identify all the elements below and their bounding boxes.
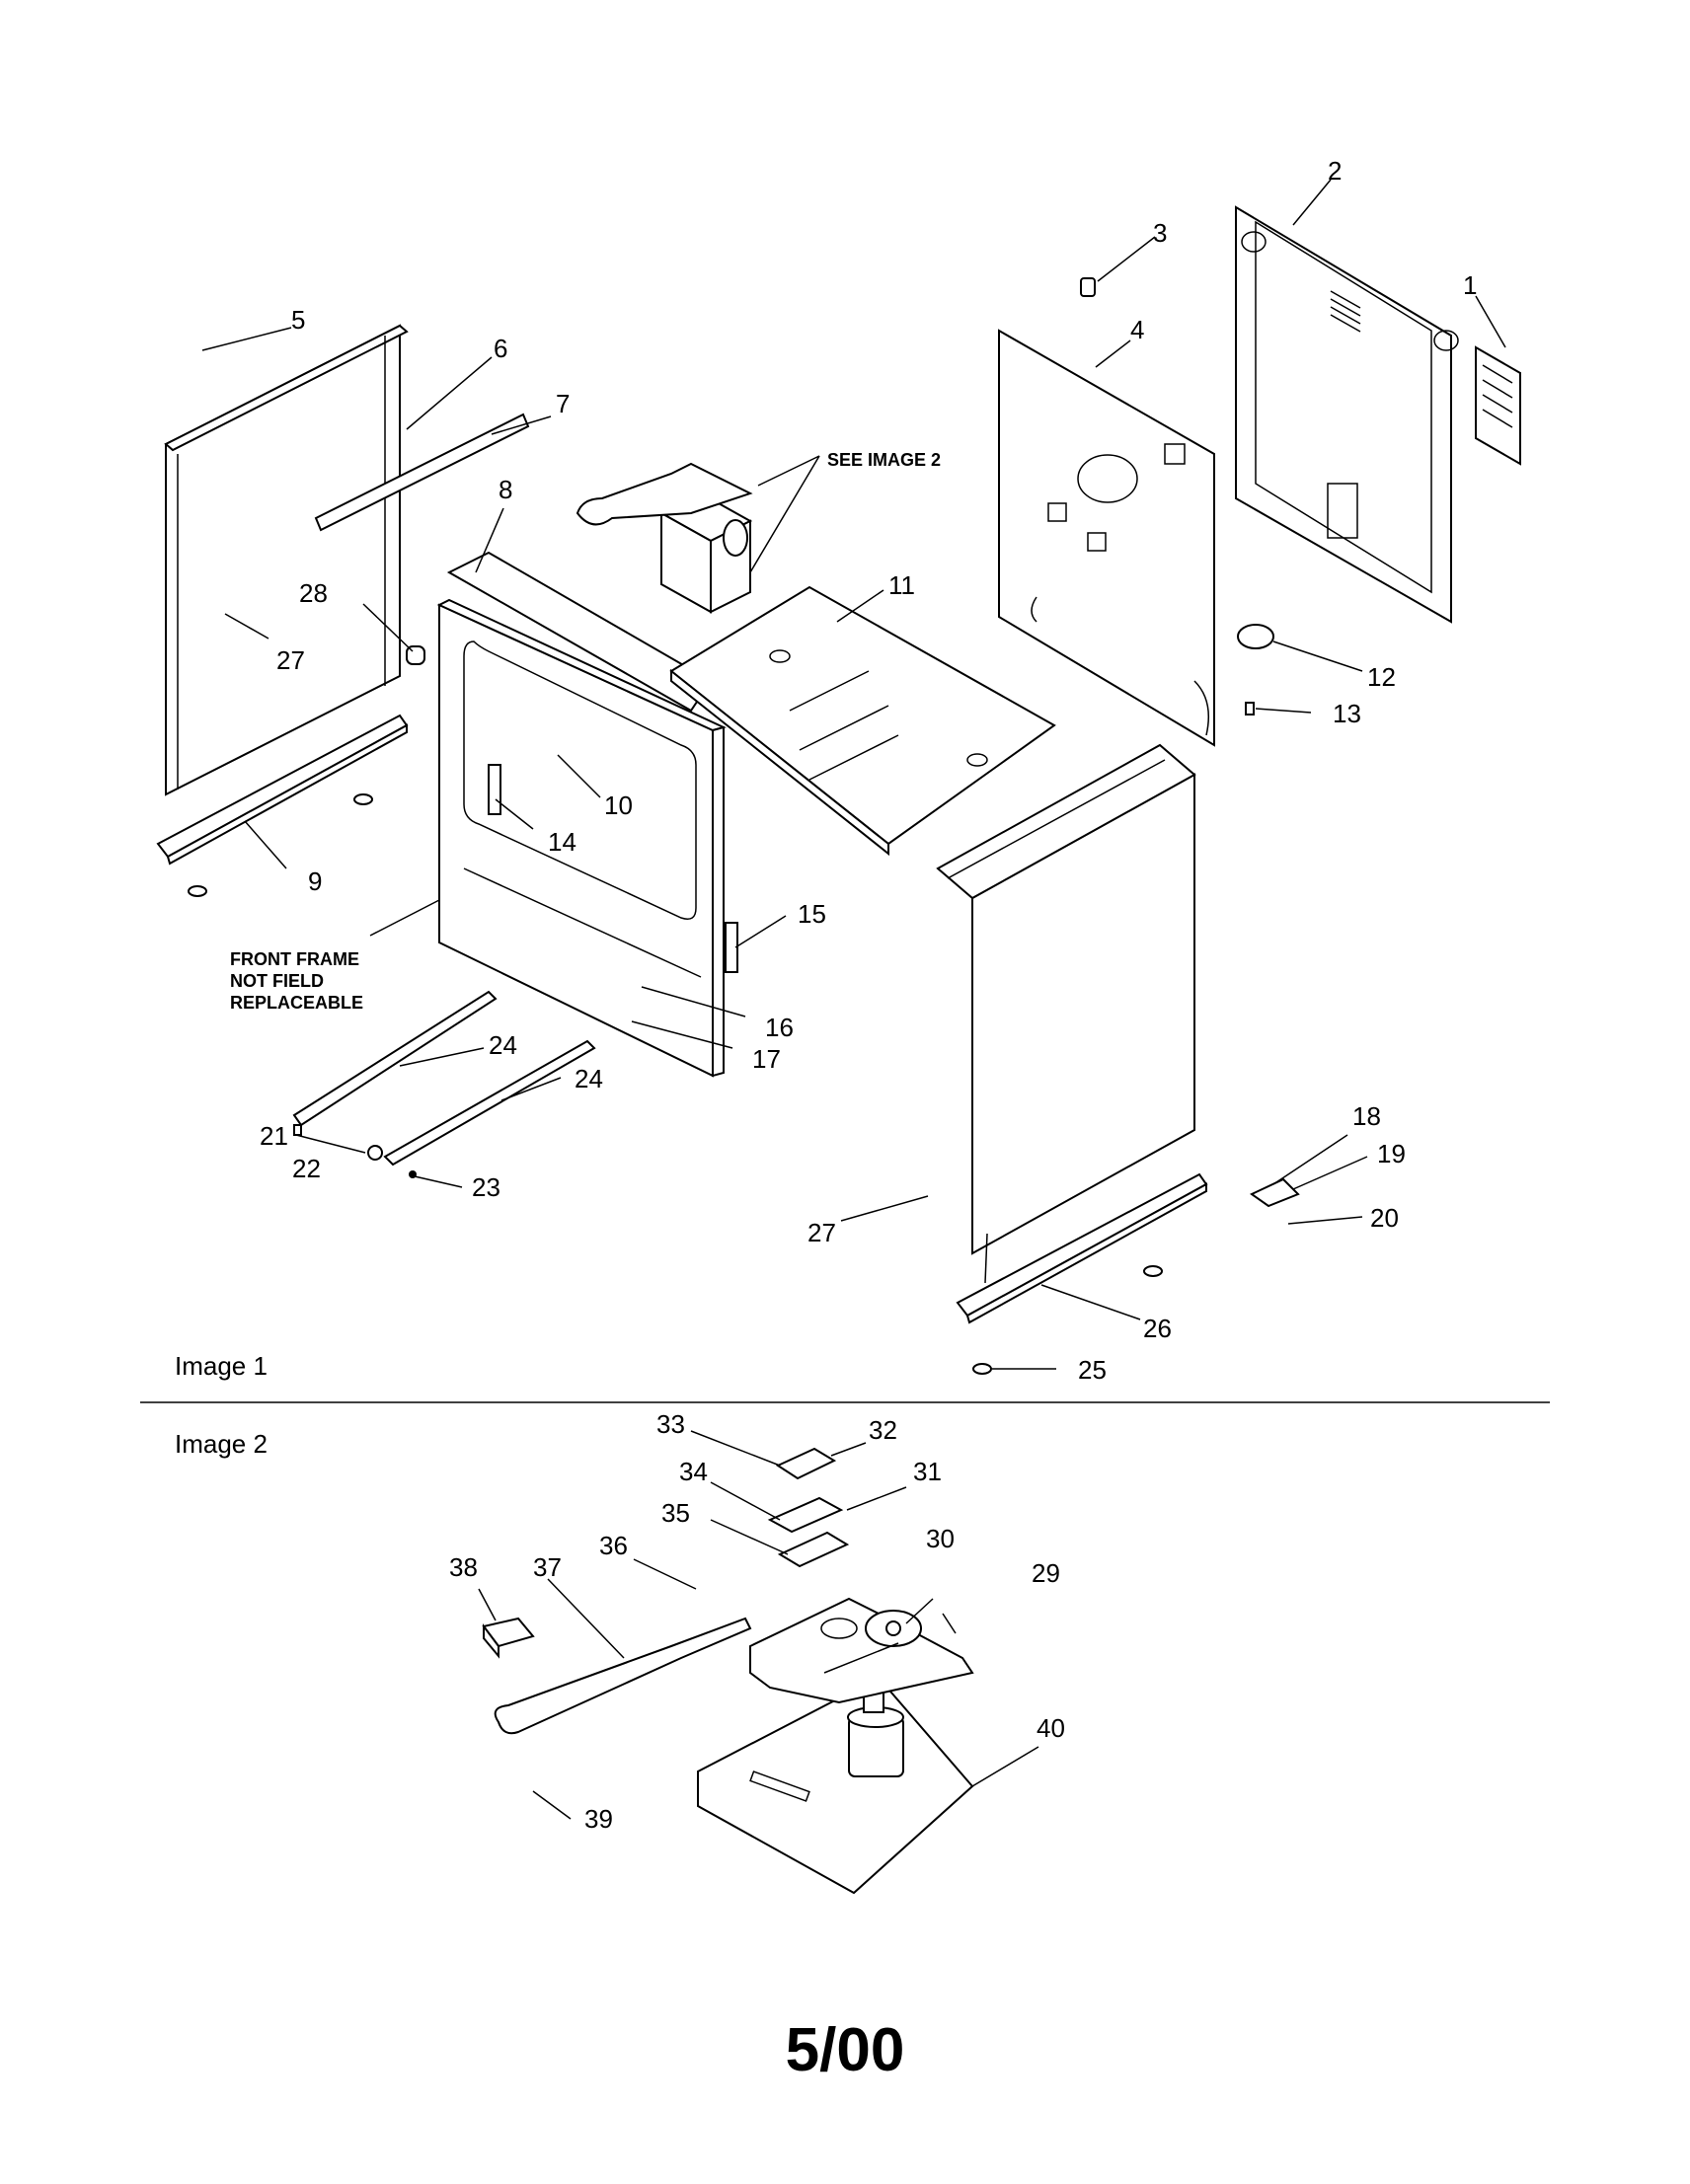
image1-label: Image 1: [175, 1351, 268, 1381]
parts-21-22-23: [367, 1145, 417, 1178]
rail-24-upper: [292, 990, 498, 1136]
callout-13: 13: [1333, 699, 1361, 728]
bracket-33-34: [767, 1447, 850, 1568]
latch-link-37: [494, 1617, 752, 1735]
callout-31: 31: [913, 1457, 942, 1486]
front-frame-note-line1: FRONT FRAME: [230, 949, 359, 969]
right-side-panel: [936, 743, 1196, 1255]
clip-3: [1080, 277, 1096, 297]
latch-plate-main: [749, 1597, 974, 1704]
callout-40: 40: [1037, 1713, 1065, 1743]
callouts-image1: 1 2 3 4 5 6 7 8 9 10 11 12 13 14 15 16 1…: [260, 156, 1477, 1385]
right-base-rail-26: [956, 1172, 1208, 1375]
callout-15: 15: [798, 899, 826, 929]
bottom-panel-11: [669, 585, 1056, 857]
callout-26: 26: [1143, 1314, 1172, 1343]
callout-1: 1: [1463, 270, 1477, 300]
callout-33: 33: [656, 1409, 685, 1439]
notes-image1: SEE IMAGE 2 FRONT FRAME NOT FIELD REPLAC…: [230, 450, 941, 1013]
front-frame: [436, 598, 738, 1078]
callout-27-right: 27: [807, 1218, 836, 1247]
callout-5: 5: [291, 305, 305, 335]
callout-24b: 24: [575, 1064, 603, 1093]
callout-11: 11: [888, 570, 915, 600]
front-frame-note-line3: REPLACEABLE: [230, 993, 363, 1013]
callout-37: 37: [533, 1552, 562, 1582]
callout-30: 30: [926, 1524, 955, 1553]
callout-27-left: 27: [276, 645, 305, 675]
bracket-12: [1237, 624, 1274, 649]
latch-base-40: [697, 1676, 974, 1895]
image2-label: Image 2: [175, 1429, 268, 1459]
latch-motor: [847, 1652, 904, 1777]
callouts-image2: 29 30 31 32 33 34 35 36 37 38 39 40: [449, 1409, 1065, 1834]
callout-32: 32: [869, 1415, 897, 1445]
callout-22: 22: [292, 1154, 321, 1183]
callout-19: 19: [1377, 1139, 1406, 1168]
left-top-bracket-7: [314, 413, 530, 532]
leader-lines-image1: [201, 179, 1506, 1370]
callout-4: 4: [1130, 315, 1144, 344]
left-base-rail-9: [156, 714, 409, 897]
callout-36: 36: [599, 1531, 628, 1560]
callout-21: 21: [260, 1121, 288, 1151]
callout-12: 12: [1367, 662, 1396, 692]
callout-17: 17: [752, 1044, 781, 1074]
callout-14: 14: [548, 827, 576, 857]
callout-8: 8: [499, 475, 512, 504]
callout-25: 25: [1078, 1355, 1107, 1385]
rear-panel-4: [998, 329, 1215, 747]
callout-3: 3: [1153, 218, 1167, 248]
callout-16: 16: [765, 1013, 794, 1042]
callout-38: 38: [449, 1552, 478, 1582]
callout-9: 9: [308, 866, 322, 896]
latch-assembly-top: [576, 462, 753, 614]
callout-28: 28: [299, 578, 328, 608]
callout-24a: 24: [489, 1030, 517, 1060]
callout-2: 2: [1328, 156, 1342, 186]
left-side-panel: [164, 324, 409, 796]
callout-7: 7: [556, 389, 570, 418]
rail-24-lower: [383, 1039, 596, 1167]
callout-18: 18: [1352, 1101, 1381, 1131]
callout-20: 20: [1370, 1203, 1399, 1233]
front-frame-note-line2: NOT FIELD: [230, 971, 324, 991]
leader-lines-image2: [478, 1430, 1039, 1820]
revision-date: 5/00: [786, 2016, 905, 2084]
part-19-clip: [1250, 1177, 1300, 1208]
callout-10: 10: [604, 791, 633, 820]
rear-cover-2: [1235, 205, 1459, 624]
callout-29: 29: [1032, 1558, 1060, 1588]
knob-38: [482, 1617, 535, 1659]
vent-cover-1: [1475, 345, 1521, 466]
callout-34: 34: [679, 1457, 708, 1486]
screw-13: [1245, 702, 1255, 715]
see-image-2-note: SEE IMAGE 2: [827, 450, 941, 470]
callout-35: 35: [661, 1498, 690, 1528]
callout-39: 39: [584, 1804, 613, 1834]
callout-6: 6: [494, 334, 507, 363]
callout-23: 23: [472, 1172, 500, 1202]
